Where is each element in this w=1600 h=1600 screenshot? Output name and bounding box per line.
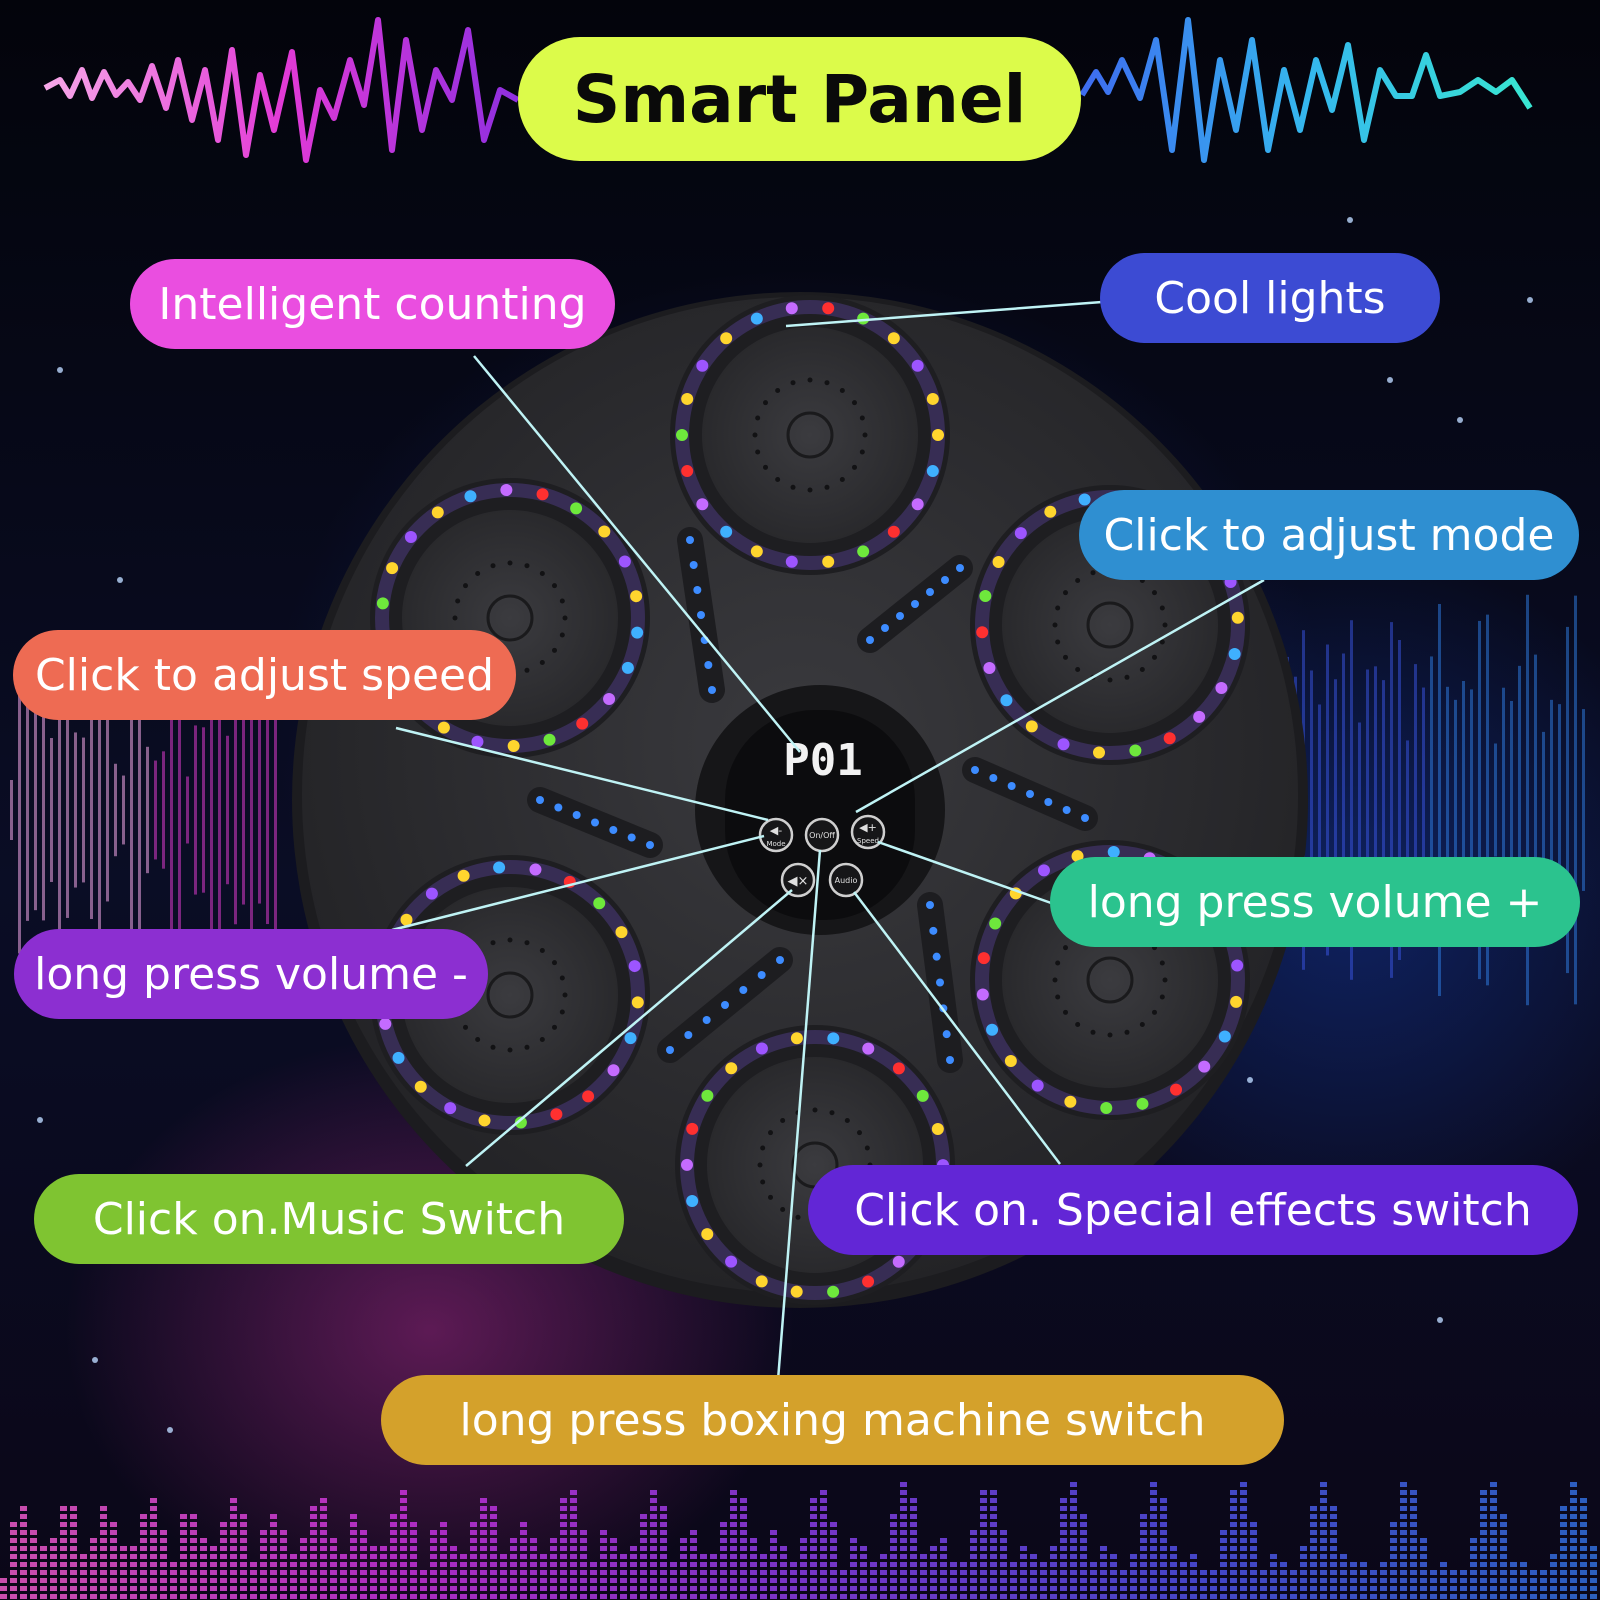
counter-display: P01	[783, 735, 862, 786]
callout-label: long press volume -	[34, 948, 468, 1000]
callout-power-switch: long press boxing machine switch	[381, 1375, 1284, 1465]
onoff-button-label: On/Off	[809, 831, 835, 840]
mute-button[interactable]: ◀×	[780, 862, 816, 898]
equalizer-bars-bottom	[0, 1482, 1597, 1599]
callout-volume-plus: long press volume +	[1050, 857, 1580, 947]
callout-label: Intelligent counting	[158, 278, 587, 330]
callout-label: long press boxing machine switch	[459, 1394, 1206, 1446]
callout-volume-minus: long press volume -	[14, 929, 488, 1019]
callout-label: long press volume +	[1087, 876, 1543, 928]
led-strips	[527, 527, 1098, 1073]
callout-label: Click on. Special effects switch	[854, 1184, 1532, 1236]
callout-music-switch: Click on.Music Switch	[34, 1174, 624, 1264]
equalizer-bars-left	[10, 631, 277, 989]
callout-label: Click to adjust speed	[34, 649, 495, 701]
mode-button-label: Mode	[766, 840, 785, 848]
title-pill: Smart Panel	[518, 37, 1081, 161]
volume-up-icon: ◀+	[859, 821, 877, 834]
audio-button-label: Audio	[835, 876, 858, 885]
speed-button[interactable]: ◀+ Speed	[850, 814, 886, 850]
page-title: Smart Panel	[572, 60, 1027, 138]
callout-label: Click on.Music Switch	[92, 1193, 566, 1245]
waveform-left	[43, 17, 520, 163]
onoff-button[interactable]: On/Off	[804, 817, 840, 853]
callout-adjust-mode: Click to adjust mode	[1079, 490, 1579, 580]
callout-adjust-speed: Click to adjust speed	[13, 630, 516, 720]
callout-cool-lights: Cool lights	[1100, 253, 1440, 343]
speed-button-label: Speed	[857, 837, 879, 845]
audio-button[interactable]: Audio	[828, 862, 864, 898]
callout-label: Cool lights	[1154, 272, 1386, 324]
volume-down-icon: ◀-	[770, 824, 782, 837]
mode-button[interactable]: ◀- Mode	[758, 817, 794, 853]
callout-effects-switch: Click on. Special effects switch	[808, 1165, 1578, 1255]
waveform-right	[1079, 17, 1533, 163]
callout-label: Click to adjust mode	[1103, 509, 1555, 561]
callout-intelligent-counting: Intelligent counting	[130, 259, 615, 349]
mute-icon: ◀×	[788, 874, 809, 889]
leader-lines	[391, 300, 1265, 1381]
